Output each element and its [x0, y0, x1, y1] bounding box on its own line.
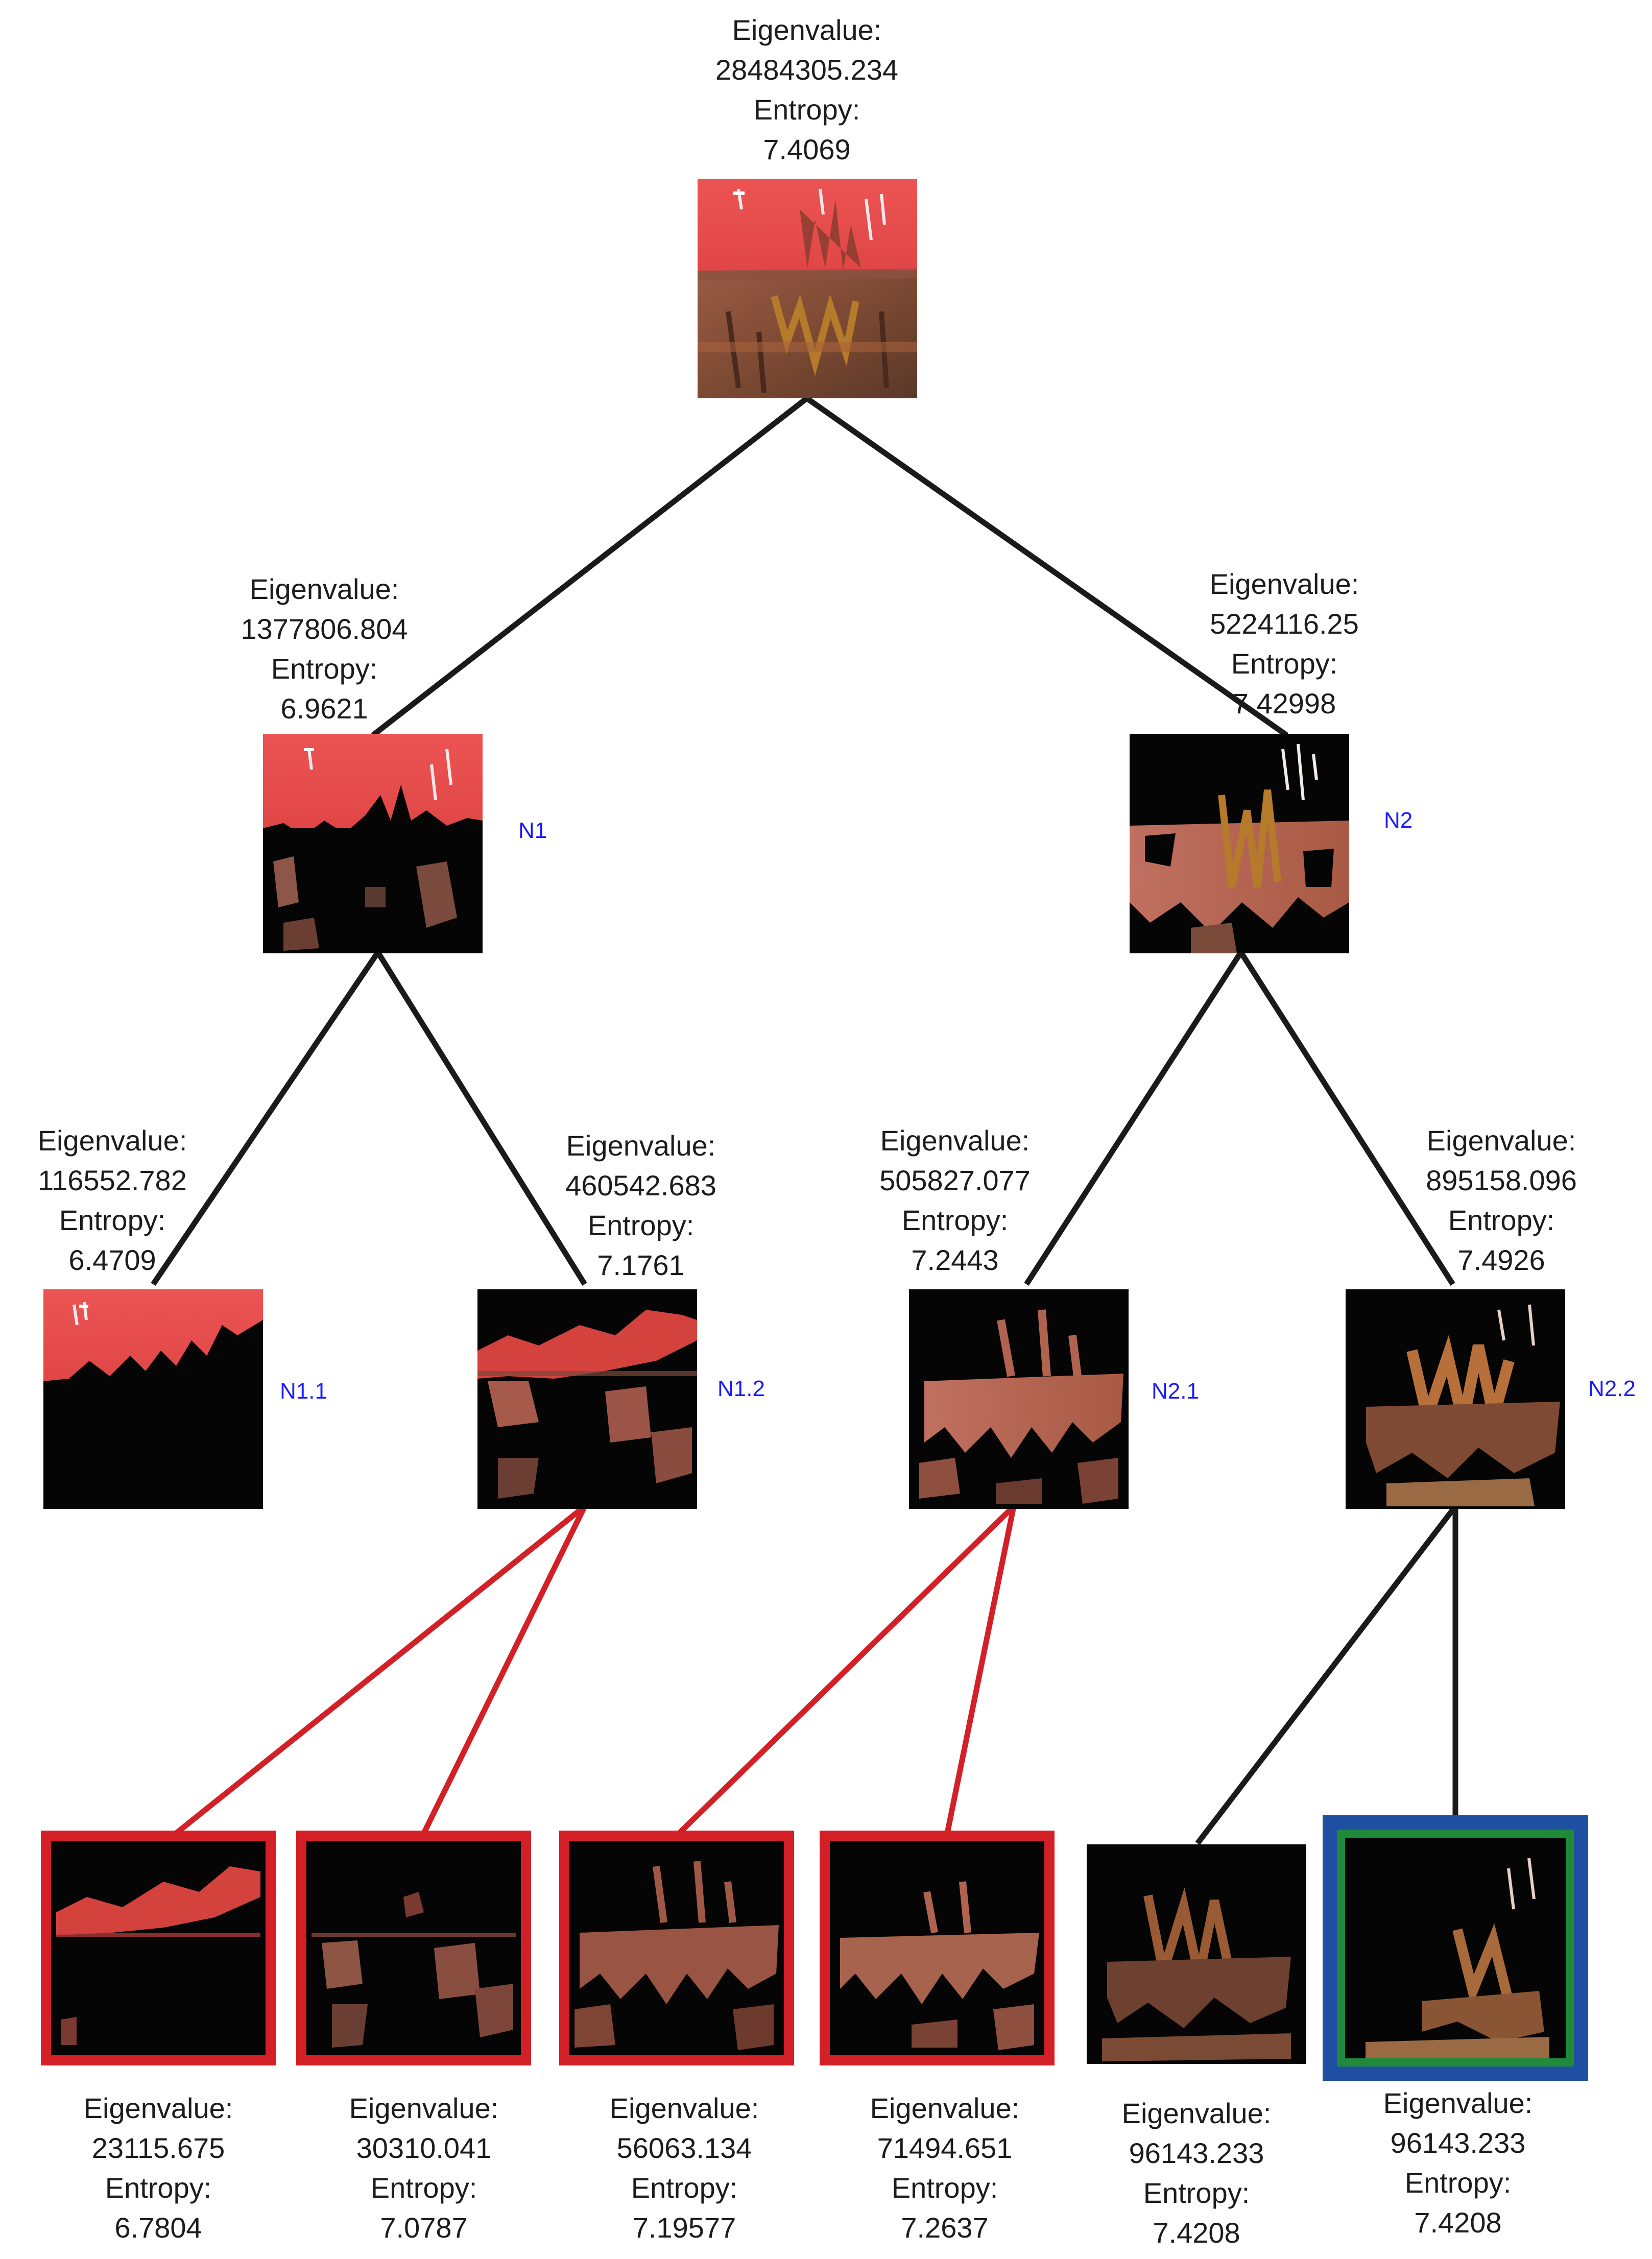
eigenvalue-label: Eigenvalue:	[1383, 2087, 1533, 2119]
node-label-n1: N1	[518, 818, 547, 843]
leaf-image-6[interactable]	[1323, 1815, 1588, 2081]
node-label-n2: N2	[1384, 808, 1413, 833]
node-image-n21	[909, 1289, 1129, 1509]
edge-n1-n11	[151, 950, 380, 1286]
entropy-value: 6.4709	[68, 1244, 156, 1276]
entropy-label: Entropy:	[105, 2172, 212, 2204]
edge-n2-n21	[1024, 951, 1243, 1286]
entropy-value: 7.4926	[1457, 1244, 1545, 1276]
eigenvalue-label: Eigenvalue:	[566, 1130, 716, 1162]
entropy-value: 7.1761	[597, 1249, 685, 1281]
eigenvalue-value: 5224116.25	[1210, 608, 1359, 640]
entropy-value: 7.42998	[1232, 687, 1336, 719]
entropy-value: 7.4208	[1414, 2206, 1502, 2239]
eigenvalue-value: 460542.683	[565, 1169, 716, 1201]
eigenvalue-label: Eigenvalue:	[1121, 2097, 1272, 2129]
node-label-n21: N2.1	[1152, 1379, 1199, 1404]
eigenvalue-value: 1377806.804	[241, 613, 408, 645]
eigenvalue-value: 116552.782	[38, 1164, 187, 1196]
eigenvalue-label: Eigenvalue:	[1209, 568, 1359, 600]
entropy-value: 7.19577	[632, 2212, 736, 2244]
node-image-n12	[477, 1289, 697, 1509]
entropy-label: Entropy:	[1404, 2167, 1512, 2199]
entropy-label: Entropy:	[901, 1204, 1009, 1236]
eigenvalue-value: 895158.096	[1426, 1164, 1577, 1196]
node-label-n12: N1.2	[717, 1376, 765, 1401]
node-image-n22	[1346, 1289, 1565, 1509]
leaf-image-3	[559, 1831, 794, 2065]
eigenvalue-value: 505827.077	[879, 1164, 1031, 1196]
entropy-label: Entropy:	[1448, 1204, 1555, 1236]
entropy-label: Entropy:	[587, 1209, 695, 1241]
entropy-value: 7.4069	[763, 133, 851, 165]
leaf-info-5: Eigenvalue: 96143.233 Entropy: 7.4208	[1054, 2094, 1339, 2253]
edge-root-n2	[805, 396, 1289, 738]
edge-n12-leaf1	[174, 1504, 587, 1836]
node-info-root: Eigenvalue: 28484305.234 Entropy: 7.4069	[664, 10, 950, 170]
edge-n12-leaf2	[421, 1505, 587, 1835]
edge-n21-leaf3	[677, 1504, 1016, 1835]
eigenvalue-value: 96143.233	[1129, 2137, 1264, 2169]
node-info-n2: Eigenvalue: 5224116.25 Entropy: 7.42998	[1141, 564, 1427, 724]
eigenvalue-value: 23115.675	[91, 2132, 225, 2164]
leaf-image-5	[1087, 1844, 1306, 2064]
eigenvalue-value: 28484305.234	[715, 54, 899, 86]
node-info-n22: Eigenvalue: 895158.096 Entropy: 7.4926	[1358, 1121, 1644, 1280]
eigenvalue-label: Eigenvalue:	[249, 573, 399, 605]
node-info-n11: Eigenvalue: 116552.782 Entropy: 6.4709	[0, 1121, 255, 1280]
node-info-n12: Eigenvalue: 460542.683 Entropy: 7.1761	[498, 1126, 784, 1285]
entropy-label: Entropy:	[1231, 647, 1338, 680]
edge-n2-n22	[1238, 951, 1455, 1286]
leaf-info-6: Eigenvalue: 96143.233 Entropy: 7.4208	[1315, 2083, 1601, 2243]
eigenvalue-value: 56063.134	[616, 2132, 752, 2164]
leaf-info-1: Eigenvalue: 23115.675 Entropy: 6.7804	[15, 2088, 301, 2248]
eigenvalue-label: Eigenvalue:	[1426, 1124, 1576, 1157]
leaf-image-2	[296, 1831, 531, 2065]
eigenvalue-value: 96143.233	[1390, 2127, 1526, 2159]
eigenvalue-label: Eigenvalue:	[37, 1124, 187, 1157]
entropy-value: 6.9621	[280, 692, 368, 725]
node-label-n22: N2.2	[1588, 1376, 1636, 1401]
leaf-info-4: Eigenvalue: 71494.651 Entropy: 7.2637	[802, 2088, 1088, 2248]
entropy-value: 7.2443	[911, 1244, 999, 1276]
eigenvalue-label: Eigenvalue:	[870, 2092, 1020, 2124]
edges	[151, 396, 1458, 1845]
node-info-n1: Eigenvalue: 1377806.804 Entropy: 6.9621	[181, 569, 467, 729]
node-image-root	[698, 179, 917, 398]
entropy-label: Entropy:	[1143, 2177, 1250, 2209]
node-image-n11	[43, 1289, 263, 1509]
eigenvalue-value: 30310.041	[356, 2132, 492, 2164]
edge-root-n1	[371, 396, 809, 738]
entropy-value: 7.0787	[380, 2212, 468, 2244]
node-label-n11: N1.1	[280, 1379, 327, 1404]
edge-n21-leaf4	[944, 1505, 1017, 1834]
edge-n22-leaf5	[1195, 1504, 1458, 1845]
eigenvalue-label: Eigenvalue:	[732, 14, 882, 46]
entropy-value: 7.4208	[1153, 2217, 1240, 2249]
node-image-n1	[263, 734, 483, 953]
entropy-value: 7.2637	[901, 2212, 989, 2244]
node-info-n21: Eigenvalue: 505827.077 Entropy: 7.2443	[812, 1121, 1098, 1280]
leaf-image-4	[820, 1831, 1055, 2065]
entropy-label: Entropy:	[271, 653, 378, 685]
leaf-info-2: Eigenvalue: 30310.041 Entropy: 7.0787	[281, 2088, 567, 2248]
eigenvalue-label: Eigenvalue:	[349, 2092, 499, 2124]
entropy-label: Entropy:	[370, 2172, 477, 2204]
entropy-label: Entropy:	[891, 2172, 998, 2204]
entropy-label: Entropy:	[59, 1204, 166, 1236]
eigenvalue-value: 71494.651	[877, 2132, 1013, 2164]
entropy-value: 6.7804	[114, 2212, 202, 2244]
entropy-label: Entropy:	[753, 93, 860, 126]
leaf-image-1	[41, 1831, 276, 2065]
eigenvalue-label: Eigenvalue:	[609, 2092, 759, 2124]
edge-n1-n12	[375, 951, 587, 1286]
node-image-n2	[1130, 734, 1349, 953]
eigenvalue-label: Eigenvalue:	[880, 1124, 1030, 1157]
eigenvalue-label: Eigenvalue:	[83, 2092, 233, 2124]
leaf-info-3: Eigenvalue: 56063.134 Entropy: 7.19577	[541, 2088, 827, 2248]
entropy-label: Entropy:	[631, 2172, 738, 2204]
